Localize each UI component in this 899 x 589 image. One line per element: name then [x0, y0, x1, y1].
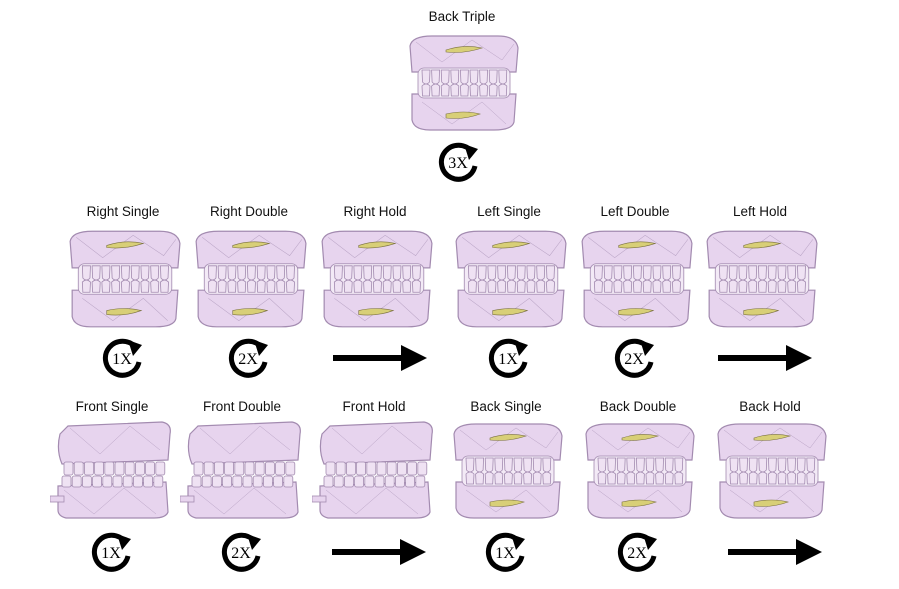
teeth-model-back-view [188, 226, 310, 330]
repeat-count-label: 2X [627, 545, 647, 562]
repeat-count-label: 2X [231, 545, 251, 562]
repeat-count-label: 1X [112, 351, 132, 368]
teeth-model-side-view [312, 420, 436, 520]
gesture-label: Right Single [86, 204, 160, 219]
teeth-model-back-view [444, 420, 568, 520]
rotate-icon: 2X [615, 529, 661, 575]
gesture-label: Back Double [599, 399, 677, 414]
rotate-icon: 1X [483, 529, 529, 575]
teeth-model-back-view [708, 420, 832, 520]
teeth-model-side-view [50, 420, 174, 520]
gesture-label: Front Hold [342, 399, 406, 414]
repeat-count-label: 2X [238, 351, 258, 368]
rotate-icon: 1X [100, 335, 146, 381]
teeth-model-back-view [576, 420, 700, 520]
rotate-icon: 2X [612, 335, 658, 381]
hold-arrow-icon [333, 343, 427, 373]
repeat-count-label: 1X [498, 351, 518, 368]
gesture-label: Front Single [75, 399, 149, 414]
rotate-icon: 3X [436, 139, 482, 185]
repeat-count-label: 3X [448, 155, 468, 172]
rotate-icon: 2X [226, 335, 272, 381]
rotate-icon: 1X [89, 529, 135, 575]
gesture-label: Left Hold [732, 204, 788, 219]
teeth-model-back-view [574, 226, 696, 330]
repeat-count-label: 2X [624, 351, 644, 368]
teeth-model-back-view [699, 226, 821, 330]
hold-arrow-icon [332, 537, 426, 567]
gesture-label: Back Single [470, 399, 542, 414]
repeat-count-label: 1X [101, 545, 121, 562]
rotate-icon: 1X [486, 335, 532, 381]
gesture-label: Front Double [202, 399, 282, 414]
rotate-icon: 2X [219, 529, 265, 575]
gesture-label: Back Triple [428, 9, 496, 24]
hold-arrow-icon [728, 537, 822, 567]
gesture-label: Right Hold [343, 204, 407, 219]
teeth-model-back-view [62, 226, 184, 330]
teeth-model-back-view [397, 32, 527, 132]
repeat-count-label: 1X [495, 545, 515, 562]
gesture-label: Left Single [477, 204, 541, 219]
teeth-model-back-view [448, 226, 570, 330]
teeth-model-side-view [180, 420, 304, 520]
teeth-model-back-view [314, 226, 436, 330]
gesture-label: Back Hold [739, 399, 801, 414]
hold-arrow-icon [718, 343, 812, 373]
gesture-label: Right Double [209, 204, 289, 219]
gesture-label: Left Double [600, 204, 670, 219]
